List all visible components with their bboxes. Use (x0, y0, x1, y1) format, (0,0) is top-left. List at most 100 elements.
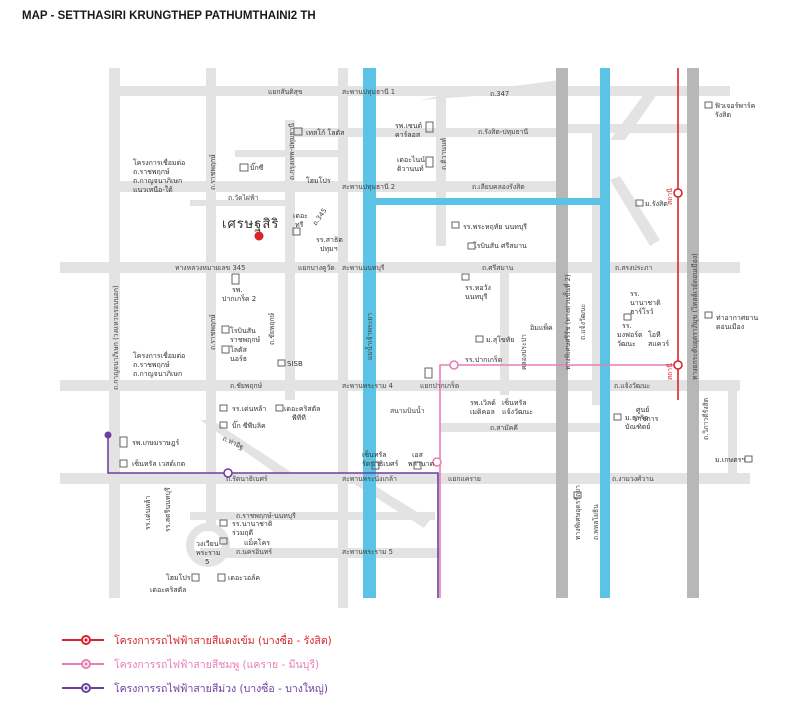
rail-stations (104, 188, 683, 478)
mall-icon (219, 421, 228, 429)
project-notes: โครงการเชื่อมต่อถ.ราชพฤกษ์ถ.กาญจนาภิเษกแ… (133, 158, 185, 378)
poi-denla-2: รร.เด่นหล้า (144, 496, 152, 530)
school-icon (475, 335, 484, 343)
label-kanchana: ถ.กาญจนาภิเษก (วงแหวนรอบนอก) (112, 285, 120, 390)
road-v-ratchaphruek (206, 68, 216, 528)
hospital-icon (231, 273, 240, 285)
poi-sisb: SISB (287, 360, 303, 368)
purple-line-swatch (62, 683, 104, 693)
label-bang-kudi: แยกบางคูวัด (298, 264, 335, 272)
label-chaengwattana: ถ.แจ้งวัฒนะ (614, 382, 651, 390)
label-phahon: ถ.พหลโยธิน (591, 504, 600, 540)
station-purple-2 (223, 468, 233, 478)
road-h-top (110, 86, 730, 96)
poi-central-cw: เซ็นทรัลแจ้งวัฒนะ (502, 398, 533, 416)
station-pink-2 (432, 457, 442, 467)
poi-future-park: ฟิวเจอร์พาร์ครังสิต (715, 102, 756, 119)
mall-icon (425, 156, 434, 168)
red-line-swatch (62, 635, 104, 645)
legend-pink: โครงการรถไฟฟ้าสายสีชมพู (แคราย - มีนบุรี… (62, 652, 332, 676)
project-name: เศรษฐสิริ (222, 217, 279, 232)
poi-st-carlos: รพ.เซนต์คาร์ลอส (395, 122, 423, 139)
poi-hospital-pk2: รพ.ปากเกร็ด 2 (222, 286, 256, 303)
label-route-345: ถ.345 (311, 207, 329, 227)
poi-ho-wang: รร.หอวังนนทบุรี (465, 284, 491, 301)
label-khae-rai: แยกแคราย (448, 475, 481, 483)
poi-ot-square: โอทีสแควร์ (648, 330, 669, 348)
canal-khlong-prapa (600, 68, 610, 598)
highway-tollway (687, 68, 699, 598)
legend-red-label: โครงการรถไฟฟ้าสายสีแดงเข้ม (บางซื่อ - รั… (114, 634, 332, 647)
road-h-rama5 (200, 548, 440, 558)
road-v-khae (592, 125, 601, 405)
label-vibhavadi: ถ.วิภาวดีรังสิต (702, 398, 710, 440)
poi-lotus-north: โลตัสนอร์ธ (230, 345, 248, 363)
label-station-rangsit: สถานี (666, 188, 674, 205)
poi-m-rangsit: ม.รังสิต (645, 200, 668, 208)
poi-robinson-srisaman: โรบินสัน ศรีสมาน (473, 241, 527, 250)
label-samakkhi: ถ.สามัคคี (490, 424, 518, 432)
label-pathum1: สะพานปทุมธานี 1 (342, 88, 395, 96)
poi-the-walk: เดอะวอล์ค (228, 574, 260, 582)
road-h-samakkhi (440, 423, 610, 432)
mall-icon (239, 163, 249, 172)
label-station-don-mueang: สถานี (666, 363, 674, 380)
label-chaiyaphruek: ถ.ชัยพฤกษ์ (230, 382, 263, 390)
airport-icon (704, 311, 713, 319)
school-icon (573, 491, 582, 499)
mall-icon (371, 461, 380, 470)
poi-impact: อิมแพ็ค (530, 323, 553, 332)
road-h-pathum2 (110, 181, 560, 192)
canal-rangsit (376, 198, 600, 205)
poi-ruamrudee: รร.นานาชาติร่วมฤดี (232, 520, 273, 537)
hospital-icon (119, 436, 128, 448)
label-pak-kret: แยกปากเกร็ด (420, 381, 459, 390)
poi-denla: รร.เด่นหล้า (232, 405, 266, 413)
label-sanam-bin-nam: สนามบินน้ำ (390, 405, 425, 415)
label-chao-phraya: แม่น้ำเจ้าพระยา (364, 313, 374, 360)
road-h-345 (60, 262, 740, 273)
label-nonthaburi-bridge: สะพานนนทบุรี (342, 264, 385, 272)
road-h-small2 (190, 200, 290, 206)
poi-robinson-rp: โรบินสันราชพฤกษ์ (230, 326, 261, 344)
mall-icon (221, 325, 230, 334)
poi-crystal-ptt: เดอะคริสตัลพีทีที (284, 405, 320, 422)
poi-the-tree: เดอะทรี (293, 212, 308, 229)
label-chaengwattana-v: ถ.แจ้งวัฒนะ (579, 303, 587, 340)
note-link-1: โครงการเชื่อมต่อถ.ราชพฤกษ์ถ.กาญจนาภิเษกแ… (133, 158, 185, 194)
school-icon (461, 273, 470, 281)
label-phra-nangklao: สะพานพระนั่งเกล้า (342, 474, 397, 483)
road-wongwian (186, 523, 230, 567)
label-tollway: ทางยกระดับอุตราภิมุข (โทลล์เวย์ดอนเมือง) (690, 253, 699, 380)
hospital-icon (425, 121, 434, 133)
pink-line-swatch (62, 659, 104, 669)
poi-montfort: รร.มงฟอร์ตวัฒนะ (617, 322, 643, 348)
hospital-icon (424, 367, 433, 379)
school-icon (219, 404, 228, 412)
mall-icon (217, 573, 226, 582)
road-d-347 (420, 80, 560, 100)
mall-icon (191, 573, 200, 582)
road-v-kanchana (109, 68, 120, 598)
poi-home-pro-bottom: โฮมโปร (166, 573, 191, 582)
poi-big-c: บิ๊กซี (250, 162, 264, 172)
label-347: ถ.347 (490, 90, 509, 98)
school-icon (623, 313, 632, 321)
mall-icon (221, 345, 230, 354)
school-icon (467, 242, 476, 250)
label-rama5: สะพานพระราม 5 (342, 548, 393, 556)
label-nakhon-in: ถ.นครอินทร์ (236, 548, 272, 556)
mall-icon (293, 127, 303, 136)
label-krungthep-pathum: ถ.กรุงเทพ-ปทุมธานี (288, 123, 296, 180)
label-ngamwongwan: ถ.งามวงศ์วาน (612, 475, 654, 483)
label-khlong-prapa: คลองประปา (520, 334, 528, 370)
page-title: MAP - SETTHASIRI KRUNGTHEP PATHUMTHAINI2… (22, 10, 316, 22)
road-h-ratchaphruek (190, 512, 435, 520)
school-icon (744, 455, 753, 463)
pink-line-track (439, 364, 678, 598)
label-udon-rathaya: ทางพิเศษอุดรรัถยา (574, 485, 582, 540)
poi-the-nine: เดอะไนน์ติวานนท์ (397, 155, 425, 173)
label-tiwanon: ถ.ติวานนท์ (440, 137, 448, 170)
road-v-center (436, 86, 446, 246)
label-highway-345: ทางหลวงหมายเลข 345 (175, 264, 245, 272)
